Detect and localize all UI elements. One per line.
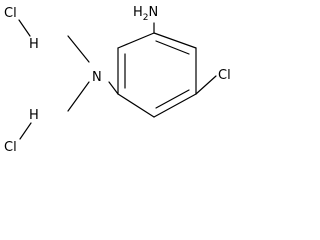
hcl-2-cl: Cl — [4, 140, 17, 155]
chemical-structure: Cl H H Cl — [4, 5, 231, 155]
amine-label: H2N — [133, 5, 158, 23]
dimethylamino-n: N — [92, 70, 102, 85]
ring-bond-c3-c4 — [153, 93, 197, 118]
ring-double-bond-2 — [155, 89, 190, 109]
chloro-label: Cl — [218, 68, 231, 83]
methyl-bond-lower — [67, 81, 90, 112]
ring-bond-c1-c2 — [153, 32, 197, 49]
ring-bond-c4-c5 — [117, 93, 155, 118]
hcl-1-h: H — [29, 37, 39, 52]
amine-n: N — [149, 5, 159, 20]
hcl-1: Cl H — [4, 6, 39, 52]
chloro-bond — [195, 75, 217, 95]
ring-double-bond-1 — [155, 40, 190, 55]
hcl-2: H Cl — [4, 108, 39, 155]
benzene-ring — [117, 32, 197, 118]
methyl-bond-upper — [67, 35, 90, 63]
amine-subscript: 2 — [143, 13, 149, 23]
hcl-2-bond — [19, 122, 32, 140]
amine-h: H — [133, 5, 143, 20]
hcl-1-bond — [18, 19, 31, 37]
ring-bond-c6-c1 — [117, 32, 155, 49]
dimethylamino-bond — [108, 81, 119, 95]
hcl-2-h: H — [29, 108, 39, 123]
structure-canvas: Cl H H Cl — [4, 5, 231, 155]
hcl-1-cl: Cl — [4, 6, 17, 21]
